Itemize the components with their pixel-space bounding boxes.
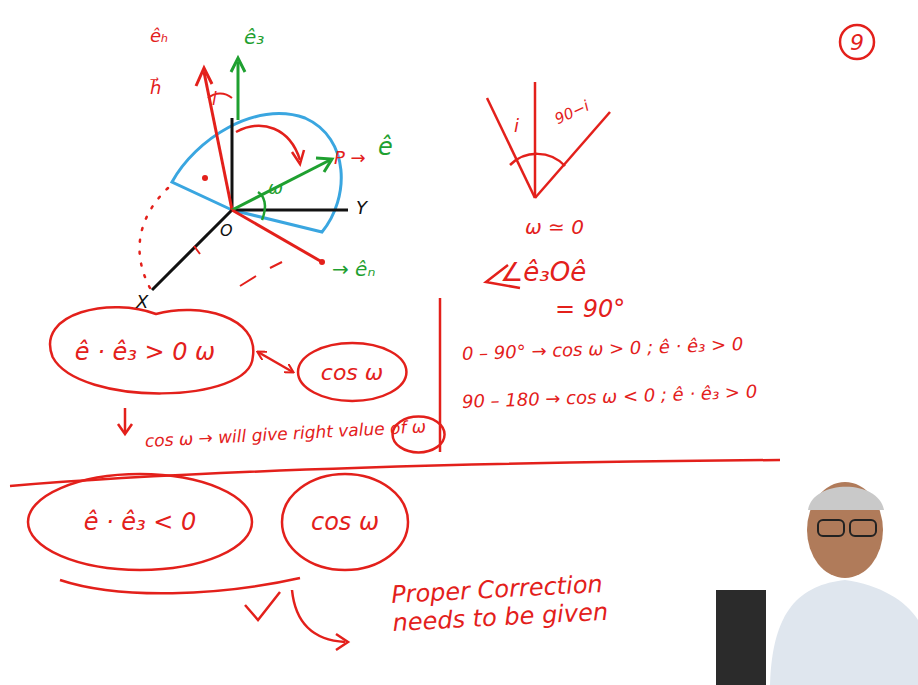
marks [194,246,282,286]
text-holder: ê · ê₃ > 0 ω [35,302,255,402]
handwritten-label: 90 – 180 → cos ω < 0 ; ê · ê₃ > 0 [462,382,758,413]
note-text: ê · ê₃ > 0 ω [75,338,215,366]
angle-arc [236,126,300,160]
text-holder: cos ω [280,472,410,572]
arrow-head [316,158,332,172]
text-holder: cos ω [296,341,408,403]
handwritten-label: ω [268,178,283,199]
outline [28,474,252,570]
outline [840,25,874,59]
angle-line [534,82,537,198]
handwritten-label: i [212,90,217,110]
note-text: ê · ê₃ < 0 [84,508,197,536]
en-vector [232,210,322,262]
pointer-arrow [124,408,127,432]
double-arrow [258,352,293,372]
arrow-head [196,68,212,86]
arrow-head [336,634,348,650]
handwritten-label: 0 – 90° → cos ω > 0 ; ê · ê₃ > 0 [462,334,744,364]
divider [10,460,780,486]
handwritten-label: Y [356,198,367,219]
page-number-circle: 9 [838,23,876,61]
outline [50,307,253,393]
handwritten-label: ∠ê₃Oê [500,258,586,288]
e-vector [232,160,330,210]
point [319,259,325,265]
divider [439,298,442,452]
handwritten-label: ê [378,134,393,162]
dotted-arc [140,188,168,288]
handwritten-label: 90−i [552,98,592,129]
checkmark [245,592,280,620]
handwritten-label: i [514,116,519,137]
arrow-head [292,150,304,164]
arrow-head [118,424,132,434]
outline [298,343,406,401]
underline [60,578,300,593]
arrow-head [231,58,245,72]
angle-arc [208,94,232,99]
handwritten-label: h⃗ [150,78,161,99]
handwritten-label: Proper Correction needs to be given [391,567,683,637]
presenter [716,482,918,685]
z-axis [231,118,234,210]
point [202,175,208,181]
handwritten-label: O [220,222,233,240]
angle-line [487,98,535,198]
text-holder: ê · ê₃ < 0 [26,472,254,572]
handwritten-label: X [136,292,148,313]
note-text: cos ω [311,508,379,536]
omega-arc [258,192,265,220]
y-axis [232,209,348,212]
note-text: 9 [850,30,864,55]
circled-note: cos ω [280,472,410,572]
circled-note: ê · ê₃ < 0 [26,472,254,572]
h-vector [204,72,232,210]
circled-note: cos ω [296,341,408,403]
text-holder: 9 [838,23,876,61]
e3-axis [237,62,240,120]
handwritten-label: → êₙ [332,258,375,281]
outline [282,474,408,570]
x-axis [152,210,232,290]
handwritten-label: P → [334,148,366,169]
circled-note: ê · ê₃ > 0 ω [35,302,255,402]
handwritten-label: êₕ [150,26,168,47]
handwritten-label: ω ≃ 0 [525,216,584,239]
angle-arc [510,154,565,166]
handwritten-label: = 90° [555,296,625,324]
handwritten-label: cos ω → will give right value of ω [144,417,426,451]
note-text: cos ω [321,360,383,385]
handwritten-label: ê₃ [244,26,264,49]
orbit-plane [172,114,341,232]
